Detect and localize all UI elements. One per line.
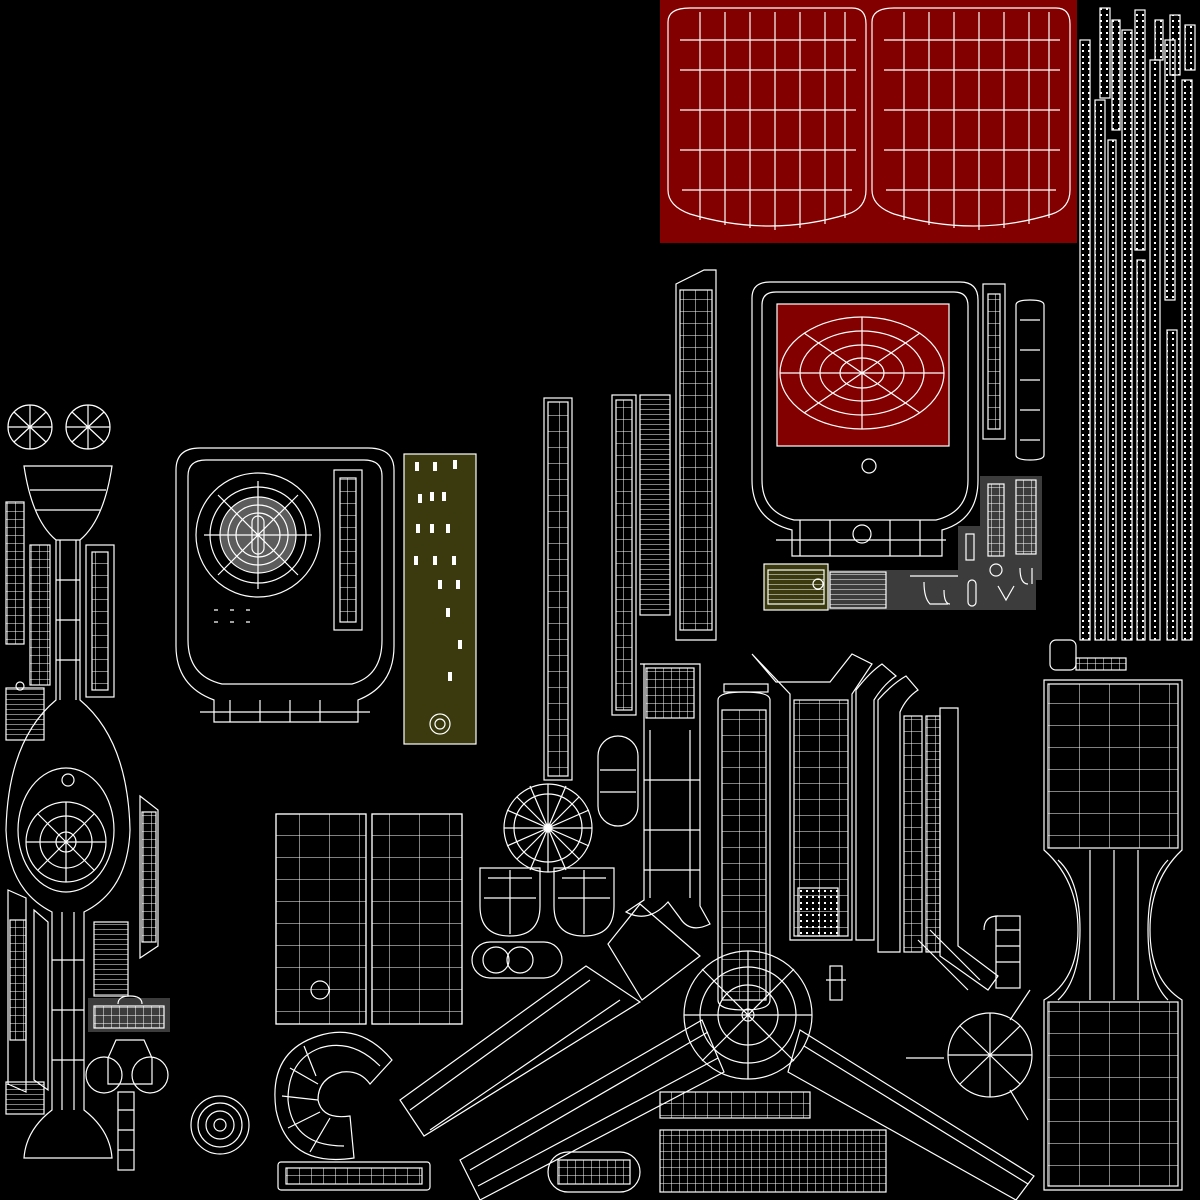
bucket-islands <box>471 735 639 979</box>
tripod-bracket-island <box>399 663 1035 1200</box>
sphere-cap-island <box>906 989 1033 1121</box>
grey-decal-island <box>820 476 1042 610</box>
tall-leg-island <box>5 465 131 1159</box>
knob-sphere-islands <box>7 404 111 450</box>
front-panel-island-red <box>751 281 979 557</box>
vertical-strip-islands <box>1079 7 1196 641</box>
control-panel-island <box>175 447 395 723</box>
drum-disc-island <box>503 783 593 873</box>
tall-tube-islands <box>717 653 999 1011</box>
cup-panel-islands <box>275 813 463 1025</box>
olive-decal-strip <box>403 453 477 745</box>
left-small-strip-islands <box>5 501 159 1115</box>
cylinder-body-island <box>983 639 1183 1191</box>
curved-hose-island <box>274 1031 393 1160</box>
tall-shelf-strips <box>543 269 717 781</box>
olive-decal-island-small <box>763 563 829 611</box>
side-strip-islands-upper <box>982 283 1045 461</box>
red-shell-panel-island <box>660 0 1077 243</box>
rounded-bar-islands <box>277 1151 641 1193</box>
gear-ring-island <box>190 1095 250 1155</box>
grey-knob-island <box>85 995 170 1171</box>
